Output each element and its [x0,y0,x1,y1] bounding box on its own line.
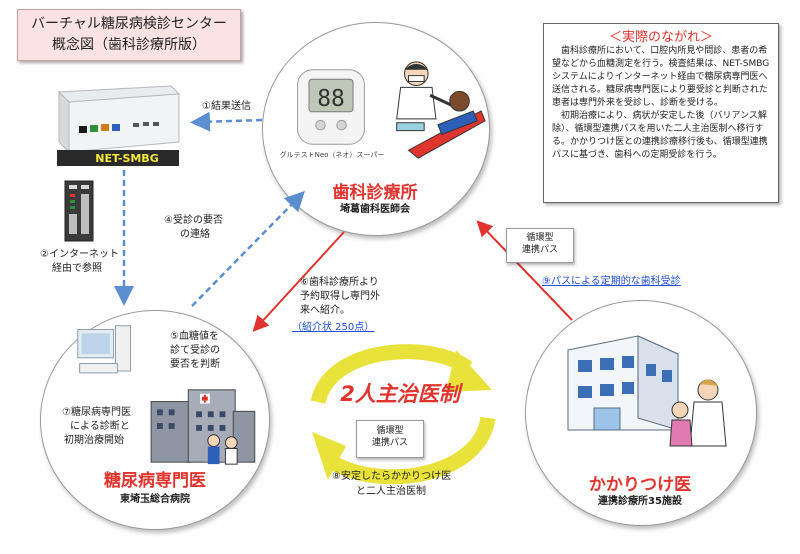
step-7-label-line-1: ⑦糖尿病専門医 [62,407,131,418]
step-6-label-line-3: 来へ紹介。 [300,305,350,316]
step-7-label-line-3: 初期治療開始 [64,435,124,446]
arrow-result-send [190,111,263,132]
flow-heading: ＜実際のながれ＞ [608,30,713,45]
path-tag-right: 循環型 連携パス [506,228,574,263]
glucose-meter-icon: 88 [297,69,365,145]
path-tag-center-line-2: 連携パス [371,438,408,448]
title-line-2: 概念図（歯科診療所版） [52,37,206,53]
clinic-building-icon [567,335,727,447]
computer-icon [77,325,132,374]
step-9-link[interactable]: ⑨パスによる定期的な歯科受診 [542,276,681,287]
flow-paragraph-1: 歯科診療所において、口腔内所見や問診、患者の希望などから血糖測定を行う。検査結果… [552,46,770,108]
cycle-arrow-bottom-head [312,432,346,480]
step-5-label-line-2: 診て受診の [170,345,220,356]
arrow-regular-visit [476,220,573,321]
step-7-label-line-2: による診断と [70,421,130,432]
title-line-1: バーチャル糖尿病検診センター [31,16,227,32]
flow-description-box: ＜実際のながれ＞ 歯科診療所において、口腔内所見や問診、患者の希望などから血糖測… [543,23,779,203]
step-1-label: ①結果送信 [202,101,251,112]
flow-paragraph-2: 初期治療により、病状が安定した後（バリアンス解除）、循環型連携パスを用いた二人主… [552,111,768,160]
arrow-referral [252,231,345,332]
path-tag-center: 循環型 連携パス [356,420,424,458]
cycle-arrow-bottom [328,416,496,485]
step-5-label-line-3: 要否を判断 [170,359,220,370]
hospital-title: 糖尿病専門医 [104,471,206,491]
step-8-label-line-1: ⑧安定したらかかりつけ医 [332,471,452,482]
clinic-title: かかりつけ医 [588,475,692,495]
hospital-subtitle: 東埼玉総合病院 [120,494,190,505]
clinic-subtitle: 連携診療所35施設 [598,496,682,507]
dental-clinic-title: 歯科診療所 [332,183,418,203]
cycle-arrow-top-head [446,350,492,392]
path-tag-center-line-1: 循環型 [376,426,404,436]
step-4-label-line-1: ④受診の要否 [164,215,223,226]
net-smbg-label: NET-SMBG [95,152,159,165]
dental-clinic-subtitle: 埼葛歯科医師会 [340,204,410,215]
step-5-label-line-1: ⑤血糖値を [170,331,219,342]
hospital-building-icon [150,389,256,465]
step-6-label-line-2: 予約取得し専門外 [300,291,380,302]
step-6-label-line-1: ⑥歯科診療所より [300,277,379,288]
server-rack-icon [64,180,94,242]
arrow-notify [191,190,306,307]
path-tag-right-line-1: 循環型 [526,233,554,243]
meter-display: 88 [317,86,345,112]
dentist-patient-icon [396,61,486,159]
path-tag-right-line-2: 連携パス [521,245,558,255]
step-2-label-line-1: ②インターネット [40,249,119,260]
cycle-arrow-top [310,344,473,405]
step-2-label-line-2: 経由で参照 [52,263,102,274]
dual-physician-label: 2人主治医制 [340,382,460,406]
meter-caption: グルテストNeo（ネオ）スーパー [279,151,385,159]
step-4-label-line-2: の連絡 [180,229,210,240]
title-box: バーチャル糖尿病検診センター 概念図（歯科診療所版） [17,9,241,61]
net-smbg-device-icon [57,85,181,166]
referral-fee-link[interactable]: （紹介状 250点） [292,322,375,333]
step-8-label-line-2: と二人主治医制 [356,486,426,497]
